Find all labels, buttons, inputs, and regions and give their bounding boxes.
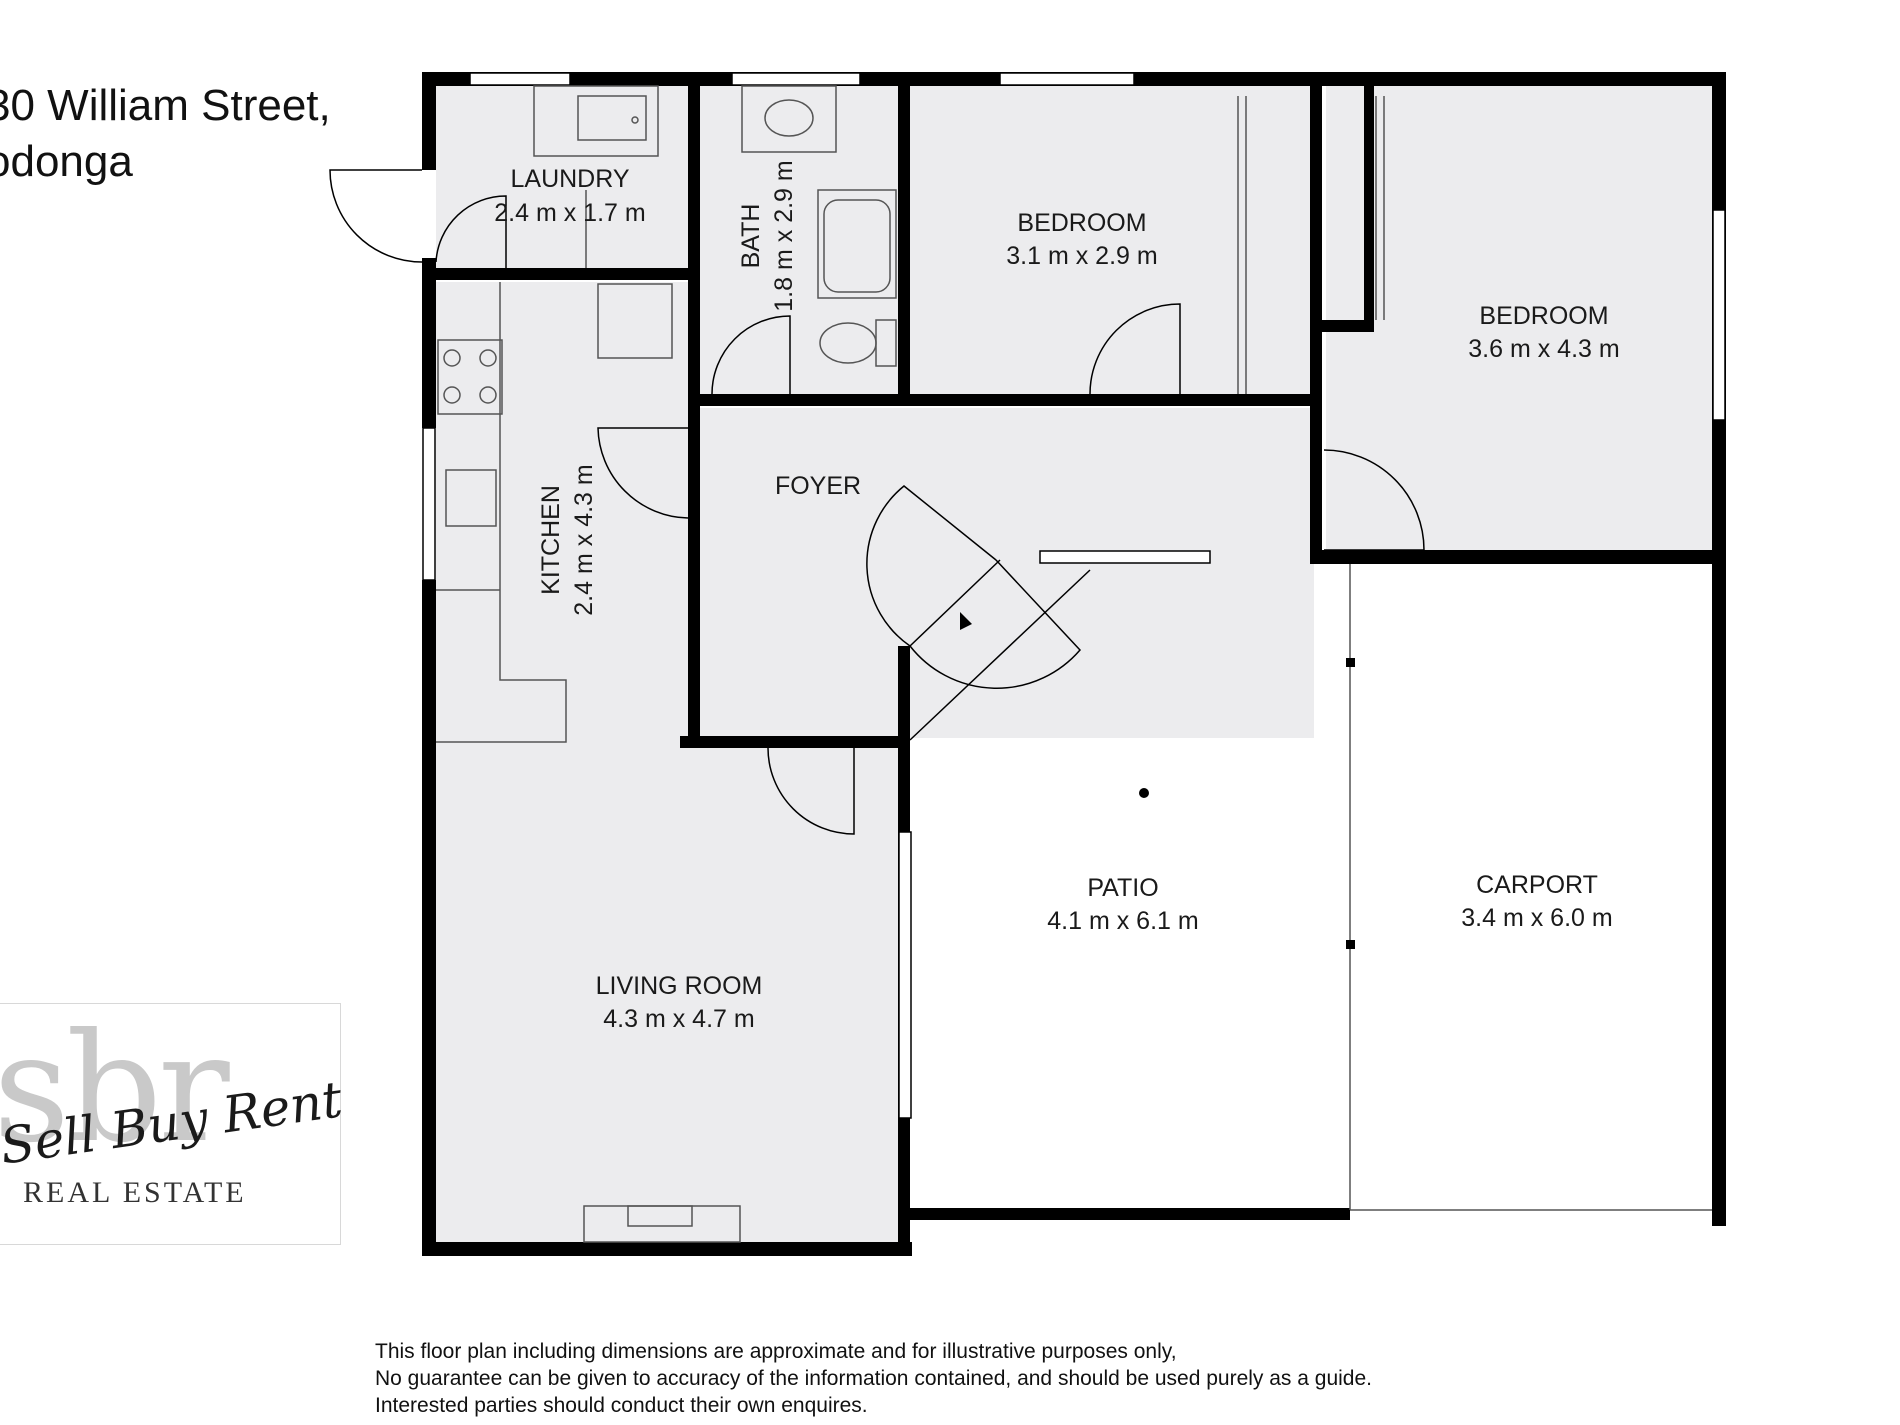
logo-subtitle: REAL ESTATE (23, 1176, 247, 1209)
burner-4 (479, 386, 497, 404)
living-dims: 4.3 m x 4.7 m (603, 1005, 754, 1033)
door-entry (866, 485, 1082, 689)
wall-laundry-bath (688, 84, 700, 404)
door-living (767, 747, 855, 835)
bedroom2-dims: 3.6 m x 4.3 m (1468, 335, 1619, 363)
doors (329, 169, 1425, 835)
post-2-icon (1346, 940, 1355, 949)
window-bed2 (1712, 209, 1726, 421)
window-bath (731, 72, 861, 86)
wall-left-mid (422, 258, 436, 428)
foyer-label: FOYER (775, 472, 861, 500)
kitchen-bench (436, 282, 567, 743)
door-kitchen (597, 427, 689, 519)
toilet-bowl (819, 322, 877, 364)
burner-2 (479, 349, 497, 367)
patio-label: PATIO (1087, 874, 1158, 902)
door-entry-wall (909, 559, 1001, 647)
patio-light-icon (1139, 788, 1149, 798)
living-area (436, 742, 898, 1242)
patio-dims: 4.1 m x 6.1 m (1047, 907, 1198, 935)
entry-arrow-icon (960, 612, 972, 630)
kitchen-sink (445, 469, 497, 527)
wall-bottom-living (422, 1242, 912, 1256)
bedroom1-area (910, 84, 1314, 396)
wall-laundry-bottom (436, 268, 690, 280)
wall-foyer-bottom (680, 736, 910, 748)
laundry-label: LAUNDRY (510, 165, 629, 193)
disclaimer-line-2: No guarantee can be given to accuracy of… (375, 1367, 1372, 1390)
laundry-dims: 2.4 m x 1.7 m (494, 199, 645, 227)
disclaimer: This floor plan including dimensions are… (375, 1338, 1372, 1419)
bedroom1-dims: 3.1 m x 2.9 m (1006, 242, 1157, 270)
bath-area (700, 84, 898, 396)
bedroom2-label: BEDROOM (1479, 302, 1608, 330)
wall-left-top (422, 72, 436, 170)
carport-dims: 3.4 m x 6.0 m (1461, 904, 1612, 932)
logo-monogram: sbr (0, 1002, 230, 1176)
bedroom1-label: BEDROOM (1017, 209, 1146, 237)
window-foyer (1039, 550, 1211, 564)
bathtub (817, 189, 897, 299)
door-laundry-ext (329, 169, 423, 263)
window-living (898, 831, 912, 1119)
wall-patio-bottom (898, 1208, 1350, 1220)
laundry-sink (577, 95, 647, 141)
post-1-icon (1346, 658, 1355, 667)
living-label: LIVING ROOM (596, 972, 763, 1000)
window-laundry (469, 72, 571, 86)
wall-bed-partition-v (1364, 84, 1374, 332)
door-entry-step (909, 569, 1091, 741)
door-laundry-int (435, 195, 507, 268)
carport-label: CARPORT (1476, 871, 1598, 899)
wall-bed2-bottom (1310, 550, 1722, 564)
wall-bath-bed (898, 84, 910, 404)
address-line-1: 30 William Street, (0, 81, 331, 130)
laundry-bench (533, 85, 659, 157)
burner-1 (443, 349, 461, 367)
fridge (597, 283, 673, 359)
property-address: 30 William Street, odonga (0, 78, 331, 190)
door-bath (711, 315, 791, 395)
cooktop (437, 339, 503, 415)
basin-counter (741, 85, 837, 153)
door-bed1 (1089, 303, 1181, 395)
room-fills (436, 84, 1720, 1242)
wall-kitchen-foyer (688, 404, 700, 744)
disclaimer-line-1: This floor plan including dimensions are… (375, 1340, 1177, 1363)
fireplace-inner (627, 1205, 693, 1227)
door-bed2 (1323, 449, 1425, 551)
bathtub-inner (823, 199, 891, 293)
disclaimer-line-3: Interested parties should conduct their … (375, 1394, 868, 1417)
window-kitchen (422, 427, 436, 581)
wall-bath-bottom (700, 394, 1310, 406)
window-bed1 (999, 72, 1135, 86)
kitchen-label: KITCHEN (537, 485, 565, 595)
laundry-drain (631, 116, 639, 124)
bath-label: BATH (737, 204, 765, 269)
windows (422, 72, 1726, 1119)
basin (764, 99, 814, 137)
address-line-2: odonga (0, 137, 133, 186)
agency-logo: sbr Sell Buy Rent REAL ESTATE (0, 1002, 346, 1245)
kitchen-dims: 2.4 m x 4.3 m (570, 464, 598, 615)
wall-bed-partition (1314, 320, 1370, 332)
wall-bed-bed (1310, 84, 1322, 554)
wall-left-low (422, 580, 436, 1256)
bath-dims: 1.8 m x 2.9 m (770, 160, 798, 311)
foyer-area (700, 408, 1314, 738)
burner-3 (443, 386, 461, 404)
fixtures (436, 85, 1712, 1243)
